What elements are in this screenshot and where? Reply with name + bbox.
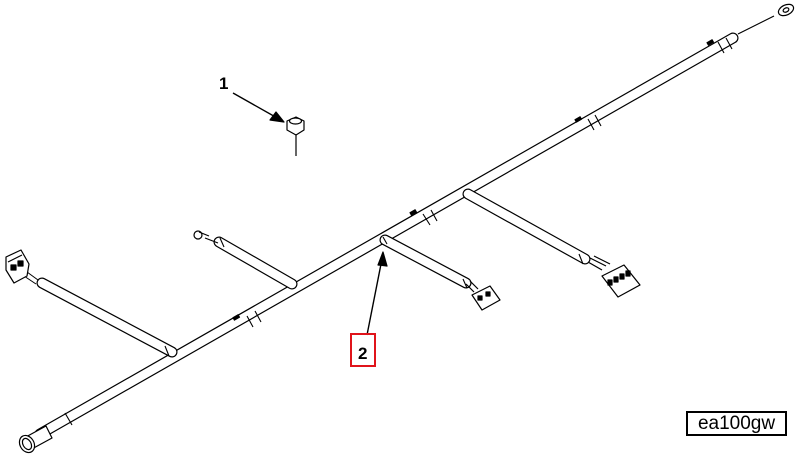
- left-connector: [5, 249, 39, 285]
- branch-center-connector: [379, 234, 472, 289]
- branch-left-connector: [36, 277, 178, 358]
- branch-right-connector: [462, 188, 591, 265]
- right-connector: [587, 255, 641, 298]
- center-connector: [465, 280, 501, 311]
- branch-ring-terminal: [213, 236, 298, 290]
- tube-bands: [64, 37, 733, 426]
- end-plug: [18, 425, 53, 454]
- callout-2-label: 2: [358, 344, 367, 363]
- leader-arrow-2: [366, 251, 388, 336]
- callout-1-label: 1: [219, 74, 228, 93]
- tie-clips: [232, 39, 715, 321]
- callout-2-highlight-box: [350, 333, 376, 367]
- ring-terminal-right: [737, 3, 795, 35]
- nut-part: [286, 116, 305, 156]
- figure-code-box: ea100gw: [686, 411, 787, 436]
- ring-terminal-left: [193, 230, 219, 244]
- leader-arrow-1: [232, 92, 285, 123]
